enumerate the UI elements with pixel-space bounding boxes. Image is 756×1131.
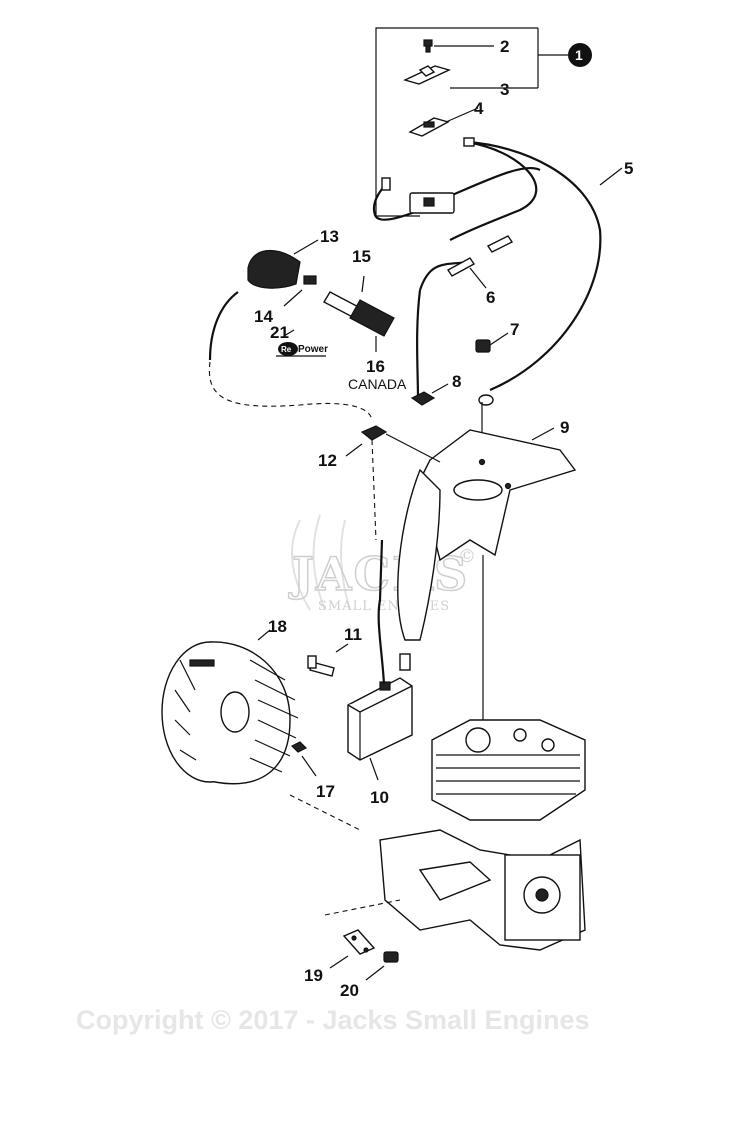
part-2-screw (423, 39, 433, 53)
part-16-spark-plug (323, 275, 395, 352)
ground-wire-dashed (208, 361, 377, 541)
label-12: 12 (318, 451, 337, 470)
watermark-brand: JACKS (288, 547, 469, 601)
label-1: 1 (575, 47, 583, 63)
part-21-repower-logo: Re Power (276, 329, 328, 357)
svg-text:Re: Re (281, 345, 292, 354)
part-7-screw (475, 332, 509, 406)
part-5-wire-harness (372, 137, 623, 401)
kit-bracket (375, 27, 568, 217)
label-14: 14 (254, 307, 273, 326)
watermark-copyright-mark: © (458, 546, 477, 567)
label-16: 16 (366, 357, 385, 376)
label-17: 17 (316, 782, 335, 801)
part-18-flywheel (161, 629, 361, 831)
label-6: 6 (486, 288, 495, 307)
watermark-sub: SMALL ENGINES (318, 599, 450, 614)
label-18: 18 (268, 617, 287, 636)
part-4-clip (408, 107, 479, 137)
label-13: 13 (320, 227, 339, 246)
label-11: 11 (344, 625, 362, 644)
label-15: 15 (352, 247, 371, 266)
kit-badge: 1 (568, 43, 592, 67)
label-8: 8 (452, 372, 461, 391)
part-17-key (290, 741, 317, 777)
canada-note: CANADA (348, 376, 407, 392)
svg-text:Power: Power (298, 344, 328, 355)
label-2: 2 (500, 37, 509, 56)
label-5: 5 (624, 159, 633, 178)
label-9: 9 (560, 418, 569, 437)
label-10: 10 (370, 788, 389, 807)
watermark: JACKS SMALL ENGINES © (287, 514, 477, 614)
part-9-shield (397, 402, 577, 720)
part-19-plate (329, 929, 376, 969)
label-21: 21 (270, 323, 289, 342)
label-19: 19 (304, 966, 323, 985)
copyright-footer: Copyright © 2017 - Jacks Small Engines (76, 1005, 590, 1035)
part-11-bolt (307, 643, 349, 677)
label-20: 20 (340, 981, 359, 1000)
part-14-spring (283, 275, 317, 307)
part-8-grommet (410, 383, 449, 406)
engine-block (324, 719, 586, 951)
part-20-screw (365, 951, 399, 981)
part-13-plug-boot (208, 239, 319, 361)
label-3: 3 (500, 80, 509, 99)
label-7: 7 (510, 320, 519, 339)
label-4: 4 (474, 99, 484, 118)
part-6-connector (446, 235, 514, 289)
part-10-ignition-coil (347, 539, 413, 781)
part-12-grommet (345, 425, 441, 463)
callout-labels: 2 3 4 5 6 7 8 9 10 11 12 13 14 15 16 CAN… (254, 37, 633, 1000)
part-3-clip (403, 65, 451, 85)
